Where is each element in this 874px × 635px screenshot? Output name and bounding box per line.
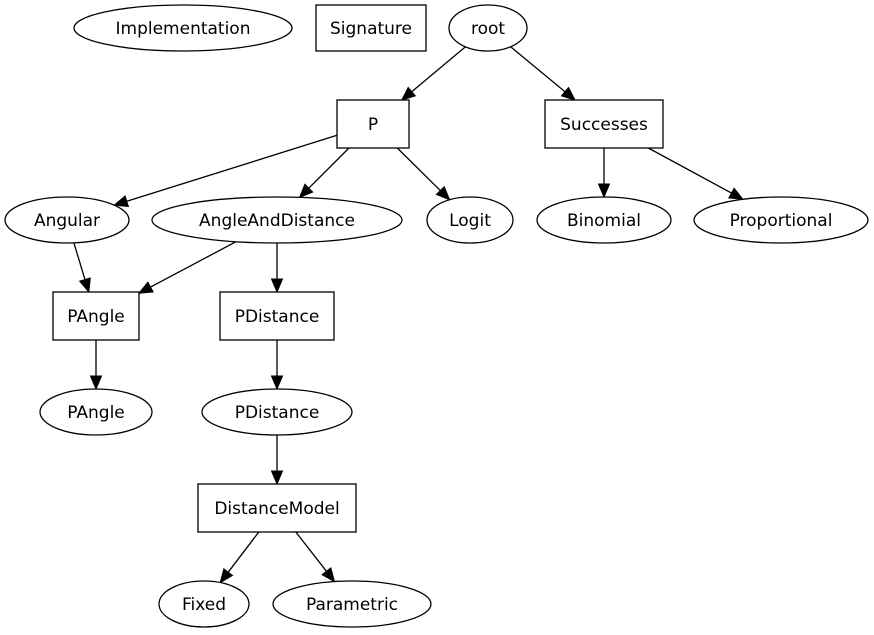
node-ellipse	[536, 196, 672, 244]
edge-line	[647, 147, 732, 194]
node-label: P	[368, 115, 378, 135]
edge-line	[396, 147, 441, 192]
arrow-head	[435, 185, 451, 201]
node-implementation: Implementation	[73, 4, 293, 52]
edge-pangle-box-to-pangle-ellipse	[89, 340, 103, 391]
node-label: AngleAndDistance	[199, 211, 355, 231]
arrow-head	[270, 375, 284, 391]
node-label: Angular	[34, 211, 100, 231]
edge-p-to-angle-and-distance	[298, 147, 350, 199]
node-label: Parametric	[306, 595, 398, 615]
node-label: Implementation	[116, 19, 251, 39]
edge-successes-to-proportional	[647, 147, 745, 200]
arrow-head	[321, 567, 336, 583]
arrow-head	[400, 86, 417, 101]
node-label: Logit	[449, 211, 491, 231]
node-label: Signature	[330, 19, 412, 39]
arrow-head	[89, 375, 103, 391]
node-ellipse	[39, 388, 153, 436]
edge-line	[411, 46, 466, 93]
edge-distance-model-to-parametric	[295, 531, 336, 583]
node-label: Successes	[560, 115, 648, 135]
arrow-head	[270, 278, 284, 294]
edge-line	[510, 46, 566, 93]
arrow-head	[219, 568, 234, 584]
edge-line	[150, 241, 237, 288]
node-label: Proportional	[730, 211, 833, 231]
node-box	[544, 99, 664, 149]
arrow-head	[270, 470, 284, 486]
edge-line	[295, 531, 328, 572]
node-pangle-ellipse: PAngle	[39, 388, 153, 436]
node-ellipse	[693, 196, 869, 244]
edge-angular-to-pangle-box	[73, 242, 91, 294]
node-box	[52, 291, 140, 341]
node-ellipse	[272, 580, 432, 628]
node-box	[197, 483, 357, 533]
edge-root-to-p	[400, 46, 466, 101]
arrow-head	[137, 281, 154, 294]
edge-line	[227, 531, 260, 573]
edge-line	[126, 134, 338, 202]
edge-angle-and-distance-to-pangle-box	[137, 241, 237, 294]
node-proportional: Proportional	[693, 196, 869, 244]
node-label: root	[471, 19, 505, 39]
edge-line	[308, 147, 350, 189]
node-logit: Logit	[426, 196, 514, 244]
arrow-head	[727, 187, 745, 200]
edge-p-to-logit	[396, 147, 451, 201]
node-pangle-box: PAngle	[52, 291, 140, 341]
node-label: DistanceModel	[214, 499, 339, 519]
node-label: PDistance	[235, 307, 320, 327]
arrow-head	[113, 195, 130, 208]
node-distance-model: DistanceModel	[197, 483, 357, 533]
edges	[73, 46, 745, 584]
node-label: PAngle	[67, 403, 125, 423]
node-ellipse	[426, 196, 514, 244]
edge-successes-to-binomial	[597, 148, 611, 199]
node-p: P	[336, 99, 410, 149]
node-box	[315, 4, 427, 52]
node-ellipse	[448, 4, 528, 52]
edge-pdistance-box-to-pdistance-ellipse	[270, 340, 284, 391]
node-angle-and-distance: AngleAndDistance	[151, 196, 403, 244]
node-pdistance-box: PDistance	[219, 291, 335, 341]
node-box	[219, 291, 335, 341]
node-binomial: Binomial	[536, 196, 672, 244]
node-ellipse	[151, 196, 403, 244]
node-box	[336, 99, 410, 149]
arrow-head	[597, 183, 611, 199]
arrow-head	[298, 183, 314, 199]
node-label: Fixed	[182, 595, 226, 615]
node-parametric: Parametric	[272, 580, 432, 628]
node-pdistance-ellipse: PDistance	[201, 388, 353, 436]
edge-pdistance-ellipse-to-distance-model	[270, 435, 284, 486]
node-angular: Angular	[4, 196, 130, 244]
node-ellipse	[4, 196, 130, 244]
node-label: PAngle	[67, 307, 125, 327]
edge-angle-and-distance-to-pdistance-box	[270, 243, 284, 294]
edge-p-to-angular	[113, 134, 338, 208]
node-ellipse	[201, 388, 353, 436]
edge-root-to-successes	[510, 46, 576, 101]
node-fixed: Fixed	[158, 580, 250, 628]
node-ellipse	[73, 4, 293, 52]
arrow-head	[560, 86, 576, 101]
node-ellipse	[158, 580, 250, 628]
node-label: Binomial	[567, 211, 641, 231]
edge-line	[73, 242, 86, 280]
node-signature: Signature	[315, 4, 427, 52]
node-label: PDistance	[235, 403, 320, 423]
node-root: root	[448, 4, 528, 52]
arrow-head	[78, 277, 91, 294]
node-successes: Successes	[544, 99, 664, 149]
edge-distance-model-to-fixed	[219, 531, 260, 584]
